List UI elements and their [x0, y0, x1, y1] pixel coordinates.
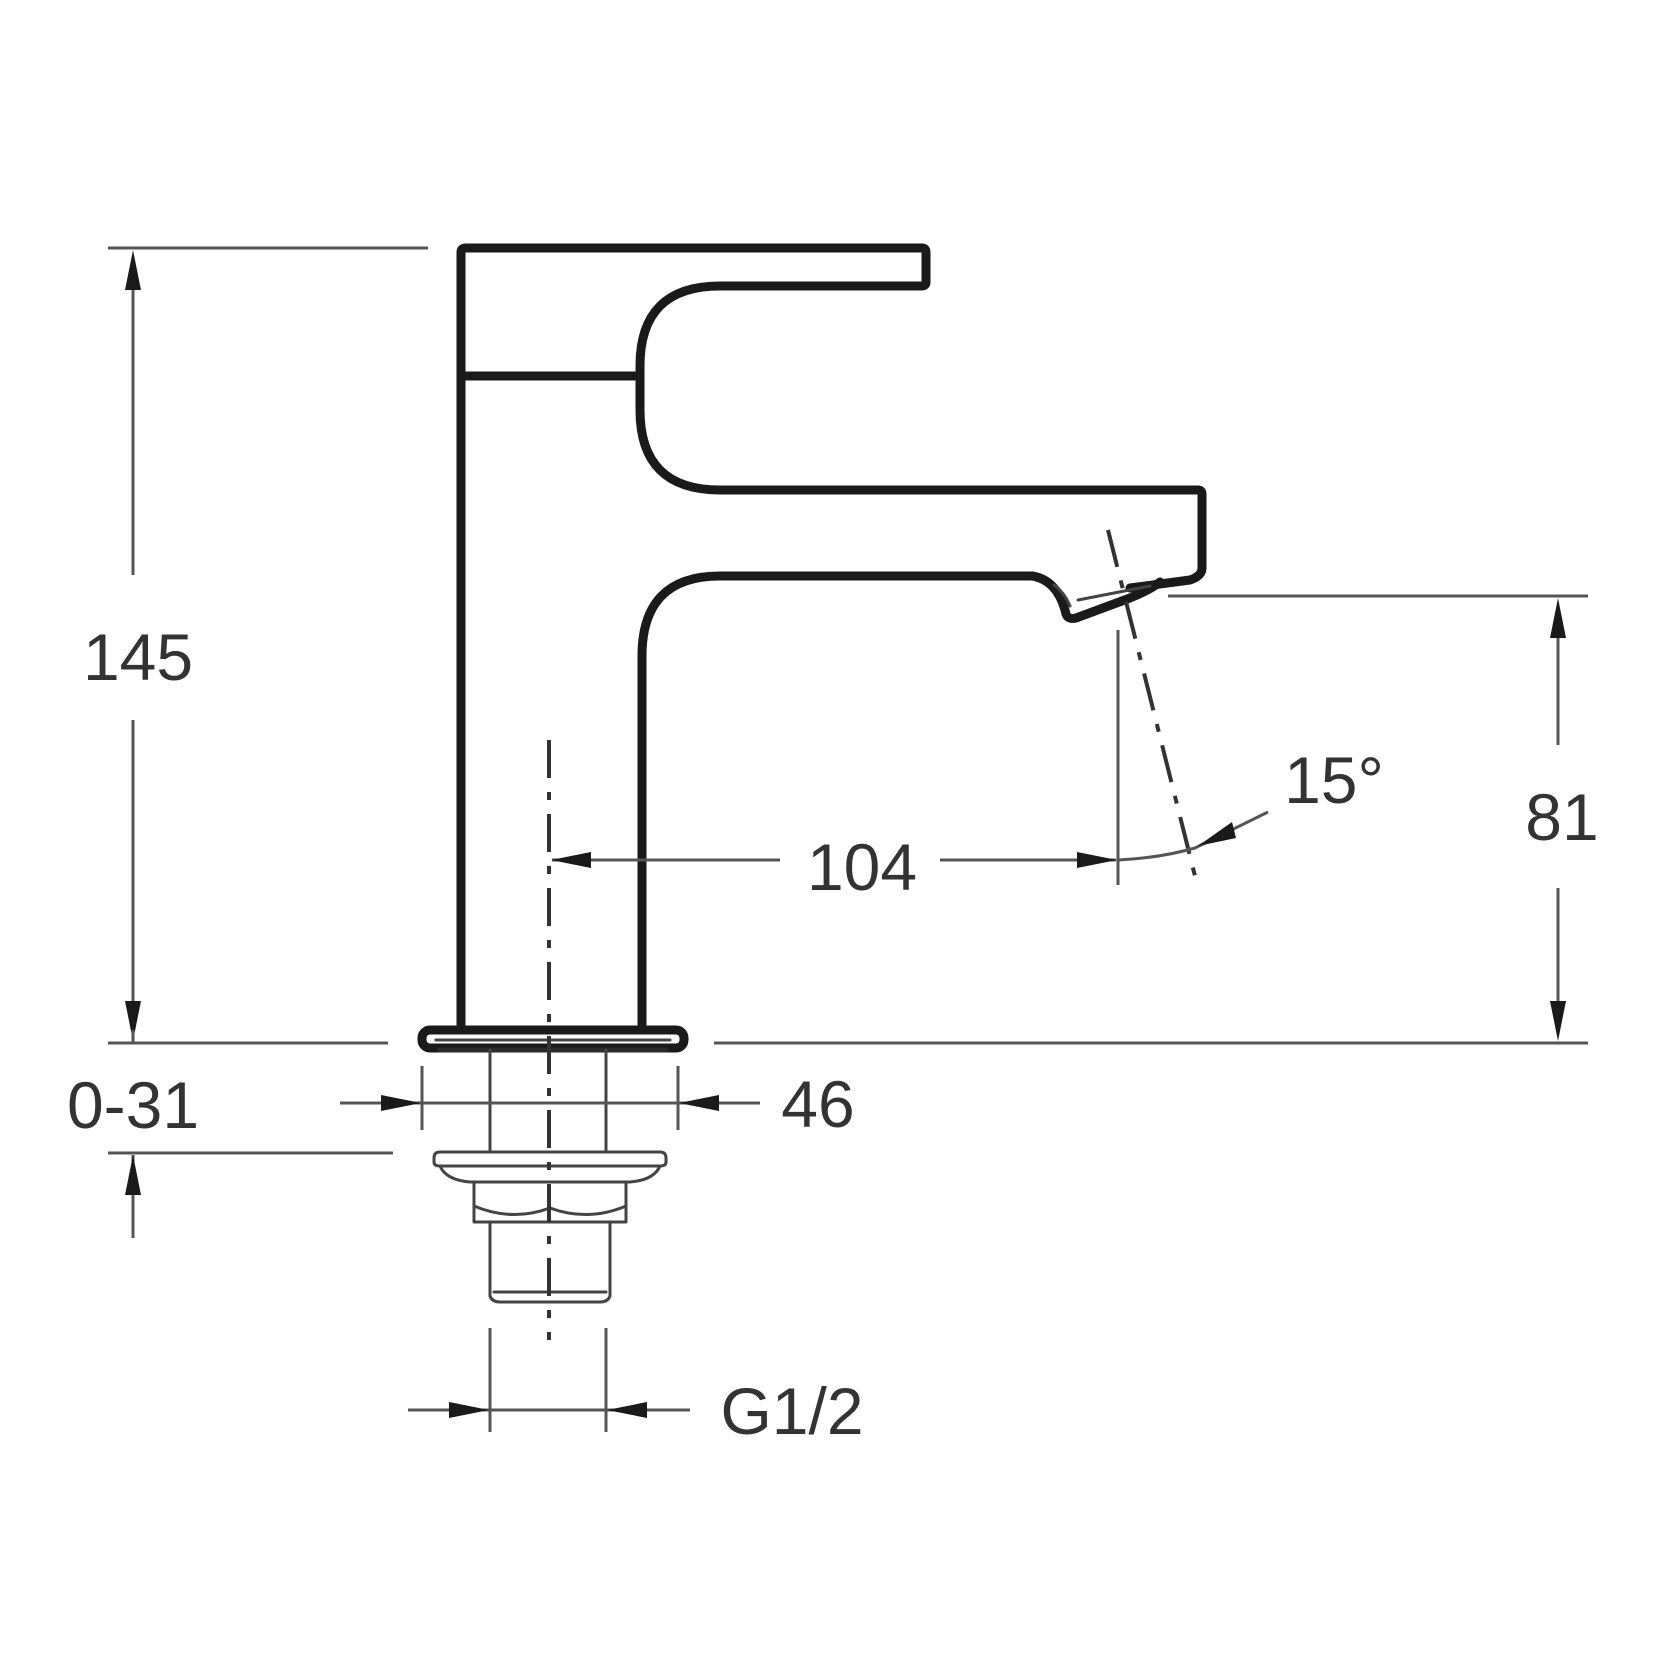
tap-body — [456, 243, 1207, 1030]
arrow-up-icon — [125, 250, 141, 290]
washer-lower — [438, 1164, 662, 1184]
tap-base — [417, 1025, 689, 1053]
arrow-down-icon — [1550, 1001, 1566, 1041]
dimension-base-diameter: 46 — [340, 1066, 855, 1141]
arrow-down-icon — [125, 1001, 141, 1041]
dimension-label-81: 81 — [1525, 780, 1598, 854]
aerator-detail — [1052, 583, 1152, 608]
tap-body-outline — [456, 243, 1207, 1030]
dimension-spout-reach: 104 — [551, 630, 1120, 904]
arrow-left-icon — [551, 852, 591, 868]
aerator — [1027, 571, 1165, 623]
arrow-icon — [1198, 822, 1236, 846]
arrow-right-icon — [1077, 852, 1117, 868]
arrow-up-icon — [125, 1155, 141, 1195]
dimension-label-g1-2: G1/2 — [720, 1374, 863, 1448]
dimension-label-46: 46 — [781, 1067, 854, 1141]
dimension-label-0-31: 0-31 — [67, 1068, 199, 1142]
spout-underside — [637, 571, 1037, 1030]
arrow-up-icon — [1550, 598, 1566, 638]
dimension-label-15deg: 15° — [1284, 743, 1384, 817]
dimension-thread-size: G1/2 — [408, 1328, 864, 1448]
arrow-left-icon — [607, 1402, 647, 1418]
arrow-right-icon — [381, 1095, 421, 1111]
arrow-right-icon — [449, 1402, 489, 1418]
dimension-deck-thickness: 0-31 — [67, 1030, 393, 1238]
dimension-spout-angle: 15° — [1117, 743, 1384, 862]
dimension-label-145: 145 — [83, 620, 193, 694]
dimension-spout-height: 81 — [714, 594, 1599, 1045]
spout-flow-centerline — [1106, 529, 1198, 881]
dimension-overall-height: 145 — [83, 246, 428, 1045]
arrow-left-icon — [679, 1095, 719, 1111]
dimension-label-104: 104 — [807, 830, 917, 904]
